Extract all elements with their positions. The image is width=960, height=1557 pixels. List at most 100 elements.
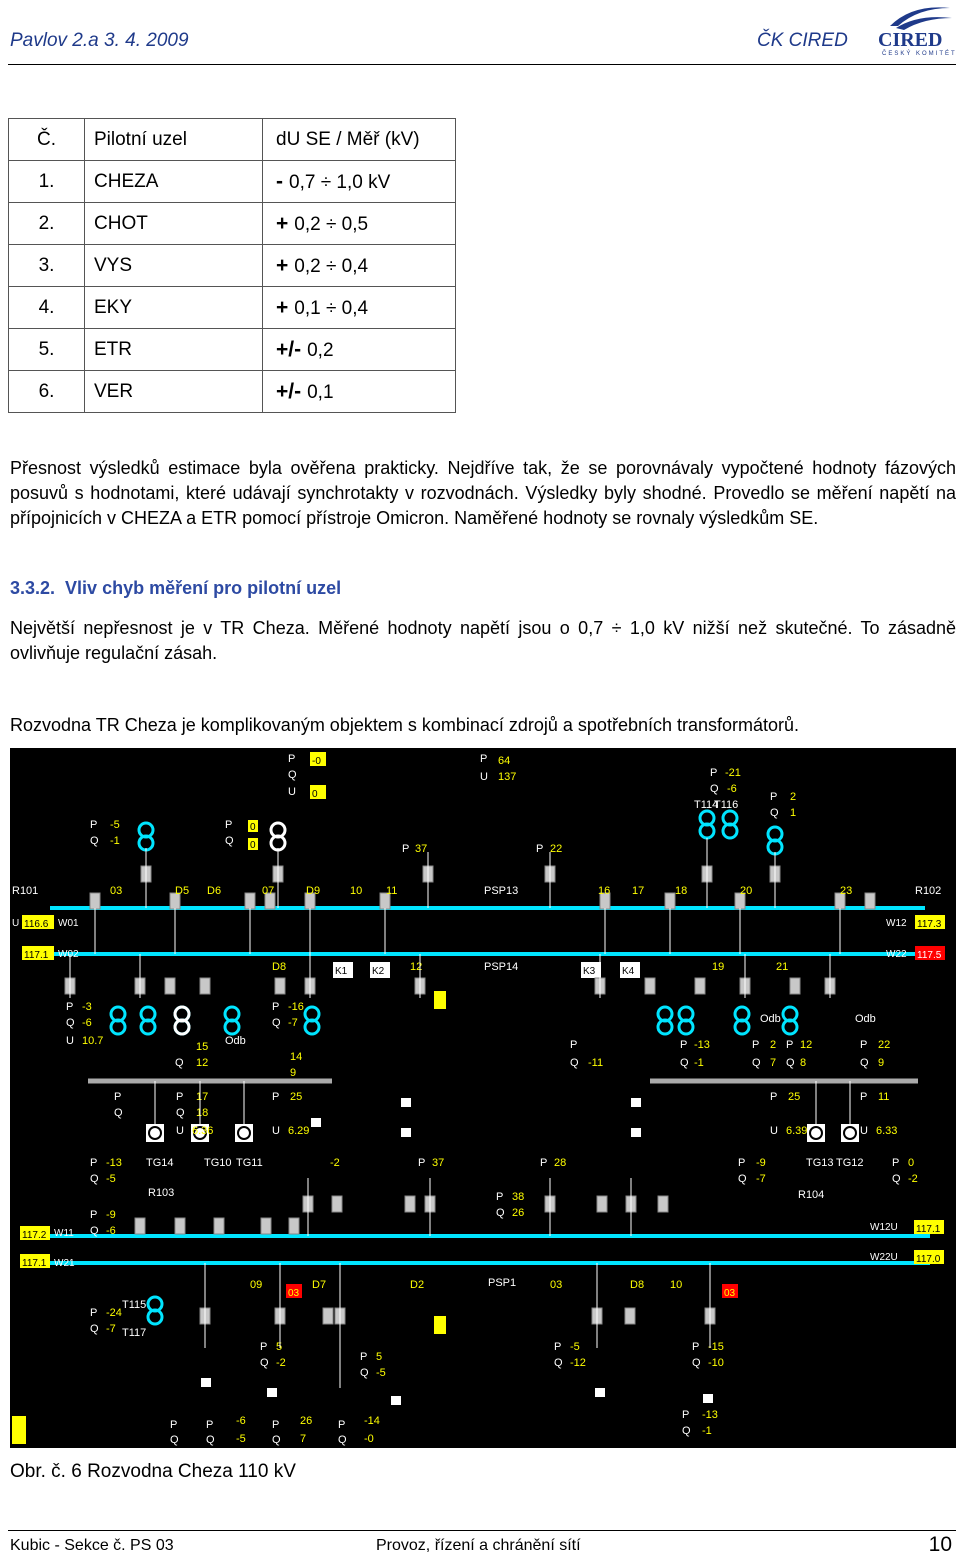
diagram-label: P	[66, 1001, 73, 1013]
diagram-label: TG14	[146, 1157, 174, 1169]
diagram-label: P	[360, 1351, 367, 1363]
value-box	[722, 1284, 738, 1298]
diagram-label: 10.7	[82, 1035, 103, 1047]
generator-symbol	[809, 1126, 823, 1140]
pilot-node-table: Č. Pilotní uzel dU SE / Měř (kV) 1. CHEZ…	[8, 118, 456, 413]
footer-rule	[8, 1530, 956, 1531]
diagram-label: 9	[878, 1057, 884, 1069]
diagram-background	[10, 748, 956, 1448]
diagram-label: 28	[554, 1157, 566, 1169]
diagram-label: P	[770, 1091, 777, 1103]
table-row: 2. CHOT +0,2 ÷ 0,5	[8, 202, 456, 245]
diagram-label: Q	[692, 1357, 701, 1369]
diagram-label: Q	[90, 835, 99, 847]
diagram-label: U	[272, 1125, 280, 1137]
diagram-label: 5	[276, 1341, 282, 1353]
breaker-symbol	[624, 1307, 636, 1325]
diagram-label: Q	[272, 1017, 281, 1029]
transformer-winding	[223, 1018, 241, 1036]
diagram-label: 21	[776, 961, 788, 973]
earthing-symbol	[201, 1378, 211, 1387]
diagram-label: Q	[786, 1057, 795, 1069]
diagram-label: PSP13	[484, 885, 518, 897]
diagram-label: 2	[790, 791, 796, 803]
diagram-label: P	[90, 1209, 97, 1221]
diagram-label: -12	[570, 1357, 586, 1369]
value-box	[286, 1284, 302, 1298]
diagram-label: P	[206, 1419, 213, 1431]
table-row: 3. VYS +0,2 ÷ 0,4	[8, 244, 456, 287]
value-box-label: 0	[250, 840, 256, 851]
diagram-label: P	[170, 1419, 177, 1431]
row-sign: +/-	[276, 337, 302, 361]
diagram-label: 37	[432, 1157, 444, 1169]
diagram-label: P	[536, 843, 543, 855]
diagram-label: 11	[386, 885, 397, 897]
diagram-label: -2	[276, 1357, 286, 1369]
table-header-cell: Č.	[8, 118, 85, 161]
row-number: 1.	[8, 160, 85, 203]
transformer-winding	[677, 1018, 695, 1036]
generator-symbol	[237, 1126, 251, 1140]
diagram-label: R102	[915, 885, 941, 897]
value-box	[248, 838, 258, 850]
table-header-row: Č. Pilotní uzel dU SE / Měř (kV)	[8, 118, 456, 161]
diagram-label: P	[90, 1307, 97, 1319]
table-header-cell: Pilotní uzel	[84, 118, 263, 161]
value-box	[22, 915, 54, 929]
diagram-label: P	[176, 1091, 183, 1103]
diagram-label: 16	[598, 885, 610, 897]
row-number: 5.	[8, 328, 85, 371]
diagram-label: P	[288, 753, 295, 765]
row-name: VYS	[84, 244, 263, 287]
diagram-label: Odb	[760, 1013, 781, 1025]
breaker-symbol	[264, 892, 276, 910]
diagram-label: W22	[886, 949, 907, 960]
diagram-label: -5	[376, 1367, 386, 1379]
diagram-label: Q	[66, 1017, 75, 1029]
diagram-label: P	[752, 1039, 759, 1051]
header-left: Pavlov 2.a 3. 4. 2009	[10, 30, 189, 51]
diagram-label: Q	[752, 1057, 761, 1069]
diagram-label: P	[480, 753, 487, 765]
transformer-winding	[656, 1018, 674, 1036]
diagram-label: P	[272, 1001, 279, 1013]
row-sign: -	[276, 169, 283, 193]
diagram-label: -14	[364, 1415, 380, 1427]
diagram-label: D6	[207, 885, 221, 897]
breaker-symbol	[134, 1217, 146, 1235]
footer-left: Kubic - Sekce č. PS 03	[10, 1537, 174, 1554]
diagram-label: U	[770, 1125, 778, 1137]
value-box-label: 117.2	[22, 1230, 47, 1241]
diagram-label: -16	[288, 1001, 304, 1013]
transformer-winding	[721, 822, 739, 840]
diagram-label: TG11	[236, 1157, 263, 1169]
diagram-label: TG13	[806, 1157, 834, 1169]
breaker-symbol	[864, 892, 876, 910]
diagram-label: Q	[892, 1173, 901, 1185]
section-title: Vliv chyb měření pro pilotní uzel	[65, 578, 342, 598]
diagram-label: U	[860, 1125, 868, 1137]
diagram-label: P	[272, 1091, 279, 1103]
disconnector-symbol	[581, 962, 601, 978]
diagram-label: -5	[570, 1341, 580, 1353]
diagram-label: 12	[196, 1057, 208, 1069]
diagram-label: -7	[756, 1173, 766, 1185]
table-row: 1. CHEZA -0,7 ÷ 1,0 kV	[8, 160, 456, 203]
value-box	[915, 915, 945, 929]
diagram-label: U	[176, 1125, 184, 1137]
breaker-symbol	[596, 1195, 608, 1213]
earthing-symbol	[703, 1394, 713, 1403]
diagram-label: 20	[740, 885, 752, 897]
breaker-symbol	[244, 892, 256, 910]
earthing-symbol	[595, 1388, 605, 1397]
diagram-label: Q	[225, 835, 234, 847]
breaker-symbol	[174, 1217, 186, 1235]
diagram-label: 26	[300, 1415, 312, 1427]
breaker-symbol	[331, 1195, 343, 1213]
breaker-symbol	[164, 977, 176, 995]
table-row: 6. VER +/-0,1	[8, 370, 456, 413]
diagram-label: U	[66, 1035, 74, 1047]
diagram-label: Q	[770, 807, 779, 819]
breaker-symbol	[657, 1195, 669, 1213]
